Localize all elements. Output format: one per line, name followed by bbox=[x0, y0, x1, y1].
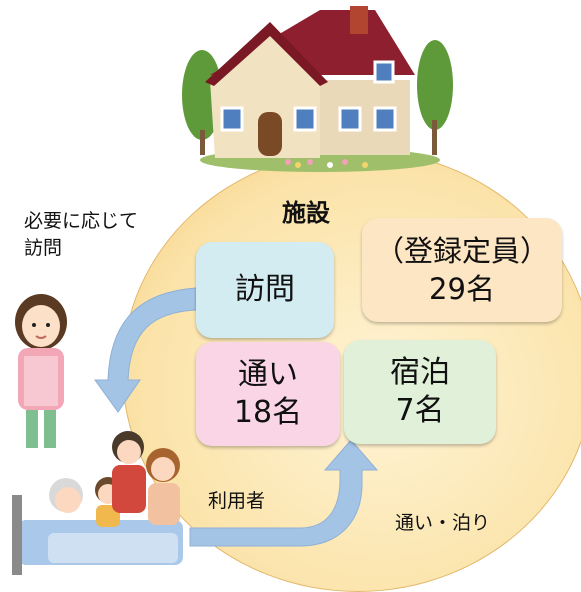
chimney bbox=[350, 6, 368, 34]
capacity-box: （登録定員） 29名 bbox=[362, 218, 562, 322]
window bbox=[373, 60, 395, 84]
commute-label: 通い・泊り bbox=[395, 512, 491, 534]
commute-arrow bbox=[189, 439, 379, 547]
tree-left bbox=[182, 50, 222, 140]
visit-note: 必要に応じて 訪問 bbox=[24, 208, 138, 262]
capacity-title: （登録定員） bbox=[374, 234, 549, 268]
visit-note-line2: 訪問 bbox=[24, 237, 63, 259]
visit-service-box: 訪問 bbox=[196, 242, 334, 338]
overnight-box: 宿泊 7名 bbox=[344, 340, 496, 444]
window bbox=[293, 106, 317, 132]
day-service-count: 18名 bbox=[233, 395, 303, 430]
house-illustration bbox=[182, 6, 453, 172]
caregiver-illustration bbox=[15, 294, 67, 448]
visit-note-line1: 必要に応じて bbox=[24, 210, 139, 232]
window bbox=[373, 106, 397, 132]
visit-arrow bbox=[94, 287, 197, 413]
overnight-count: 7名 bbox=[395, 393, 445, 428]
user-label: 利用者 bbox=[208, 490, 266, 512]
visit-service-label: 訪問 bbox=[235, 272, 295, 307]
day-service-label: 通い bbox=[238, 357, 298, 392]
door bbox=[258, 112, 282, 156]
tree-right bbox=[417, 40, 453, 130]
window bbox=[338, 106, 362, 132]
facility-label: 施設 bbox=[282, 199, 330, 227]
user-family-illustration bbox=[12, 431, 183, 575]
capacity-value: 29名 bbox=[429, 272, 495, 306]
window bbox=[220, 106, 244, 132]
day-service-box: 通い 18名 bbox=[196, 342, 340, 446]
overnight-label: 宿泊 bbox=[390, 355, 450, 390]
